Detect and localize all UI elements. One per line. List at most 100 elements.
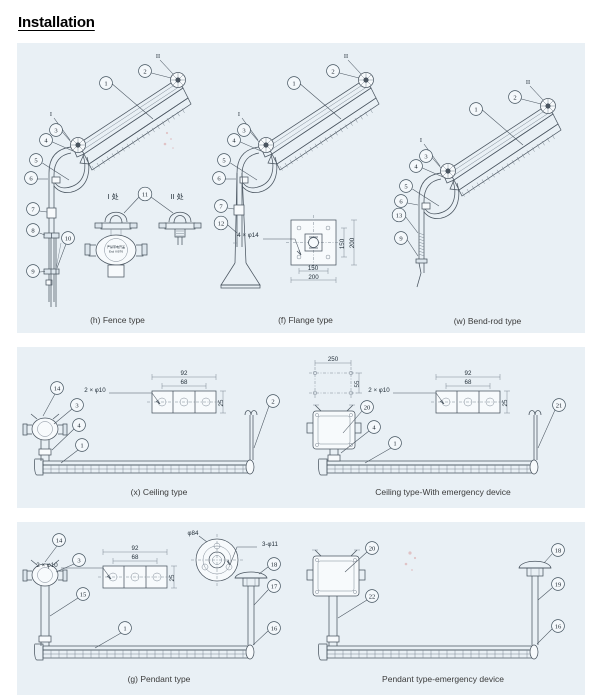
svg-text:14: 14 [54,385,61,392]
detail-view-II: II 处 [158,192,202,245]
callout-3: 3 [419,149,442,169]
callout-10: 10 [56,231,75,269]
svg-text:19: 19 [555,581,562,588]
callout-6: 6 [212,171,236,185]
callout-7: 7 [26,202,48,216]
section-mark-II-bendrod: II [526,79,530,86]
luminaire-body [34,643,255,661]
svg-text:5: 5 [34,157,38,164]
pendant-stem-right [234,571,268,645]
callout-4: 4 [51,418,86,451]
svg-text:2: 2 [271,398,274,405]
dimension-68-pendant: 68 [132,554,139,561]
section-mark-I-flange: I [238,111,240,118]
svg-text:4: 4 [414,163,418,170]
callout-2: 2 [326,64,360,79]
callout-4: 4 [340,420,381,454]
dimension-68-ceiling: 68 [181,379,188,386]
section-mark-II-flange: II [344,53,348,60]
print-smudge [404,551,417,571]
svg-text:3: 3 [54,127,58,134]
figure-bend-rod-type: II I 1 2 3 4 5 [391,73,580,333]
callout-4: 4 [409,159,444,178]
luminaire-body [318,643,539,661]
callout-18: 18 [543,543,565,564]
print-smudge [163,131,174,149]
svg-text:4: 4 [372,424,376,431]
callout-3: 3 [237,123,260,143]
figure-caption-pendant-type: (g) Pendant type [127,674,191,684]
svg-text:5: 5 [222,157,226,164]
panel-row-1: II I 1 2 3 4 5 [17,43,585,333]
svg-text:6: 6 [217,175,221,182]
callout-14: 14 [44,533,66,563]
svg-text:9: 9 [399,235,403,242]
ceiling-hanger [244,410,258,460]
svg-text:2: 2 [513,94,516,101]
dimension-25-pendant: 25 [169,574,176,581]
svg-text:II 处: II 处 [170,192,183,201]
svg-text:5: 5 [404,183,408,190]
callout-9: 9 [394,231,419,257]
callout-1: 1 [99,76,154,120]
svg-text:3: 3 [75,402,79,409]
svg-text:16: 16 [271,625,278,632]
callout-1: 1 [364,436,402,464]
svg-text:12: 12 [218,220,225,227]
dimension-4xphi14: 4 × φ14 [237,232,259,239]
junction-box-round [22,559,68,646]
dimension-25-ceiling: 25 [218,399,225,406]
svg-text:16: 16 [555,623,562,630]
mounting-plate-detail: 2 × φ10 92 68 25 [368,370,510,414]
section-mark-II-fence: II [156,53,160,60]
figure-pendant-type-emergency: 20 22 18 19 16 [305,528,581,695]
luminaire-body [443,104,562,197]
callout-19: 19 [537,577,565,601]
svg-text:7: 7 [219,203,223,210]
callout-2: 2 [508,90,542,105]
mounting-post [43,207,62,307]
callout-5: 5 [29,153,70,181]
svg-text:14: 14 [56,537,63,544]
svg-text:4: 4 [77,422,81,429]
section-mark-I-bendrod: I [420,137,422,144]
figure-pendant-type: 2 × φ10 92 68 25 [21,528,297,695]
figure-caption-flange-type: (f) Flange type [278,315,333,325]
svg-text:18: 18 [271,561,278,568]
callout-18: 18 [258,557,281,575]
dimension-68-emergency: 68 [465,379,472,386]
svg-text:2: 2 [331,68,334,75]
detail-view-I: I 处 严禁带电开盖 Exd II BT6 [84,192,148,278]
figure-ceiling-type: 2 × φ10 92 68 25 14 3 [21,353,297,508]
callout-4: 4 [39,133,74,152]
luminaire-body [73,78,192,171]
pendant-stem-right [518,560,552,645]
svg-text:17: 17 [271,583,278,590]
callout-20: 20 [344,541,379,573]
callout-5: 5 [217,153,258,181]
dimension-phi84: φ84 [188,530,199,537]
figure-caption-pendant-type-emergency: Pendant type-emergency device [382,674,504,684]
mounting-plate-detail: 2 × φ10 92 68 25 [36,545,177,589]
flange-pole [220,172,261,289]
callout-6: 6 [24,171,48,185]
callout-13: 13 [391,207,419,234]
dimension-3phi11: 3-φ11 [262,541,278,548]
callout-4: 4 [227,133,262,152]
callout-5: 5 [399,179,440,207]
callout-1: 1 [469,102,524,146]
panel-row-3: 2 × φ10 92 68 25 [17,522,585,695]
luminaire-body [318,458,539,476]
svg-text:4: 4 [44,137,48,144]
svg-text:6: 6 [29,175,33,182]
clamp-lower [258,137,274,153]
figure-caption-ceiling-type-emergency: Ceiling type-With emergency device [375,487,511,497]
svg-text:6: 6 [399,198,403,205]
callout-22: 22 [337,589,379,619]
junction-box-round [22,413,68,461]
dimension-250: 250 [328,356,339,363]
callout-3: 3 [55,553,86,573]
svg-text:9: 9 [31,268,35,275]
callout-1: 1 [60,438,89,464]
